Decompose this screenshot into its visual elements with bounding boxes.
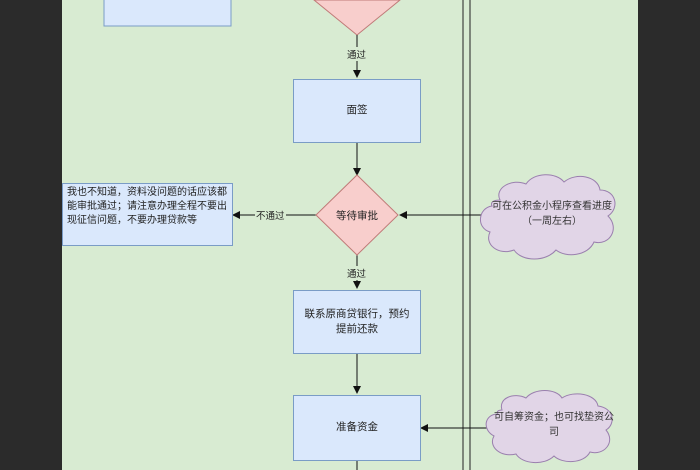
prepare-funds-box: 准备资金 [293,395,421,461]
prepare-funds-label: 准备资金 [336,421,378,434]
approval-label: 等待审批 [336,210,378,222]
rejection-note-text: 我也不知道，资料没问题的话应该都能审批通过；请注意办理全程不要出现征信问题，不要… [67,187,227,226]
approval-diamond [315,174,399,256]
funds-cloud [485,390,613,463]
funds-tip-text: 可自筹资金；也可找垫资公司 [494,412,614,438]
rejection-note: 我也不知道，资料没问题的话应该都能审批通过；请注意办理全程不要出现征信问题，不要… [62,183,233,246]
contact-bank-label: 联系原商贷银行，预约提前还款 [304,307,410,335]
top-process-box [103,0,232,27]
progress-tip-text: 可在公积金小程序查看进度（一周左右） [492,201,612,227]
pass-label-1: 通过 [346,47,368,61]
countersign-box: 面签 [293,79,421,143]
countersign-label: 面签 [346,104,368,117]
pass-label-2: 通过 [346,266,368,280]
progress-cloud [480,174,616,260]
top-decision-diamond [313,0,401,36]
reject-label: 不通过 [255,208,286,222]
contact-bank-box: 联系原商贷银行，预约提前还款 [293,290,421,354]
